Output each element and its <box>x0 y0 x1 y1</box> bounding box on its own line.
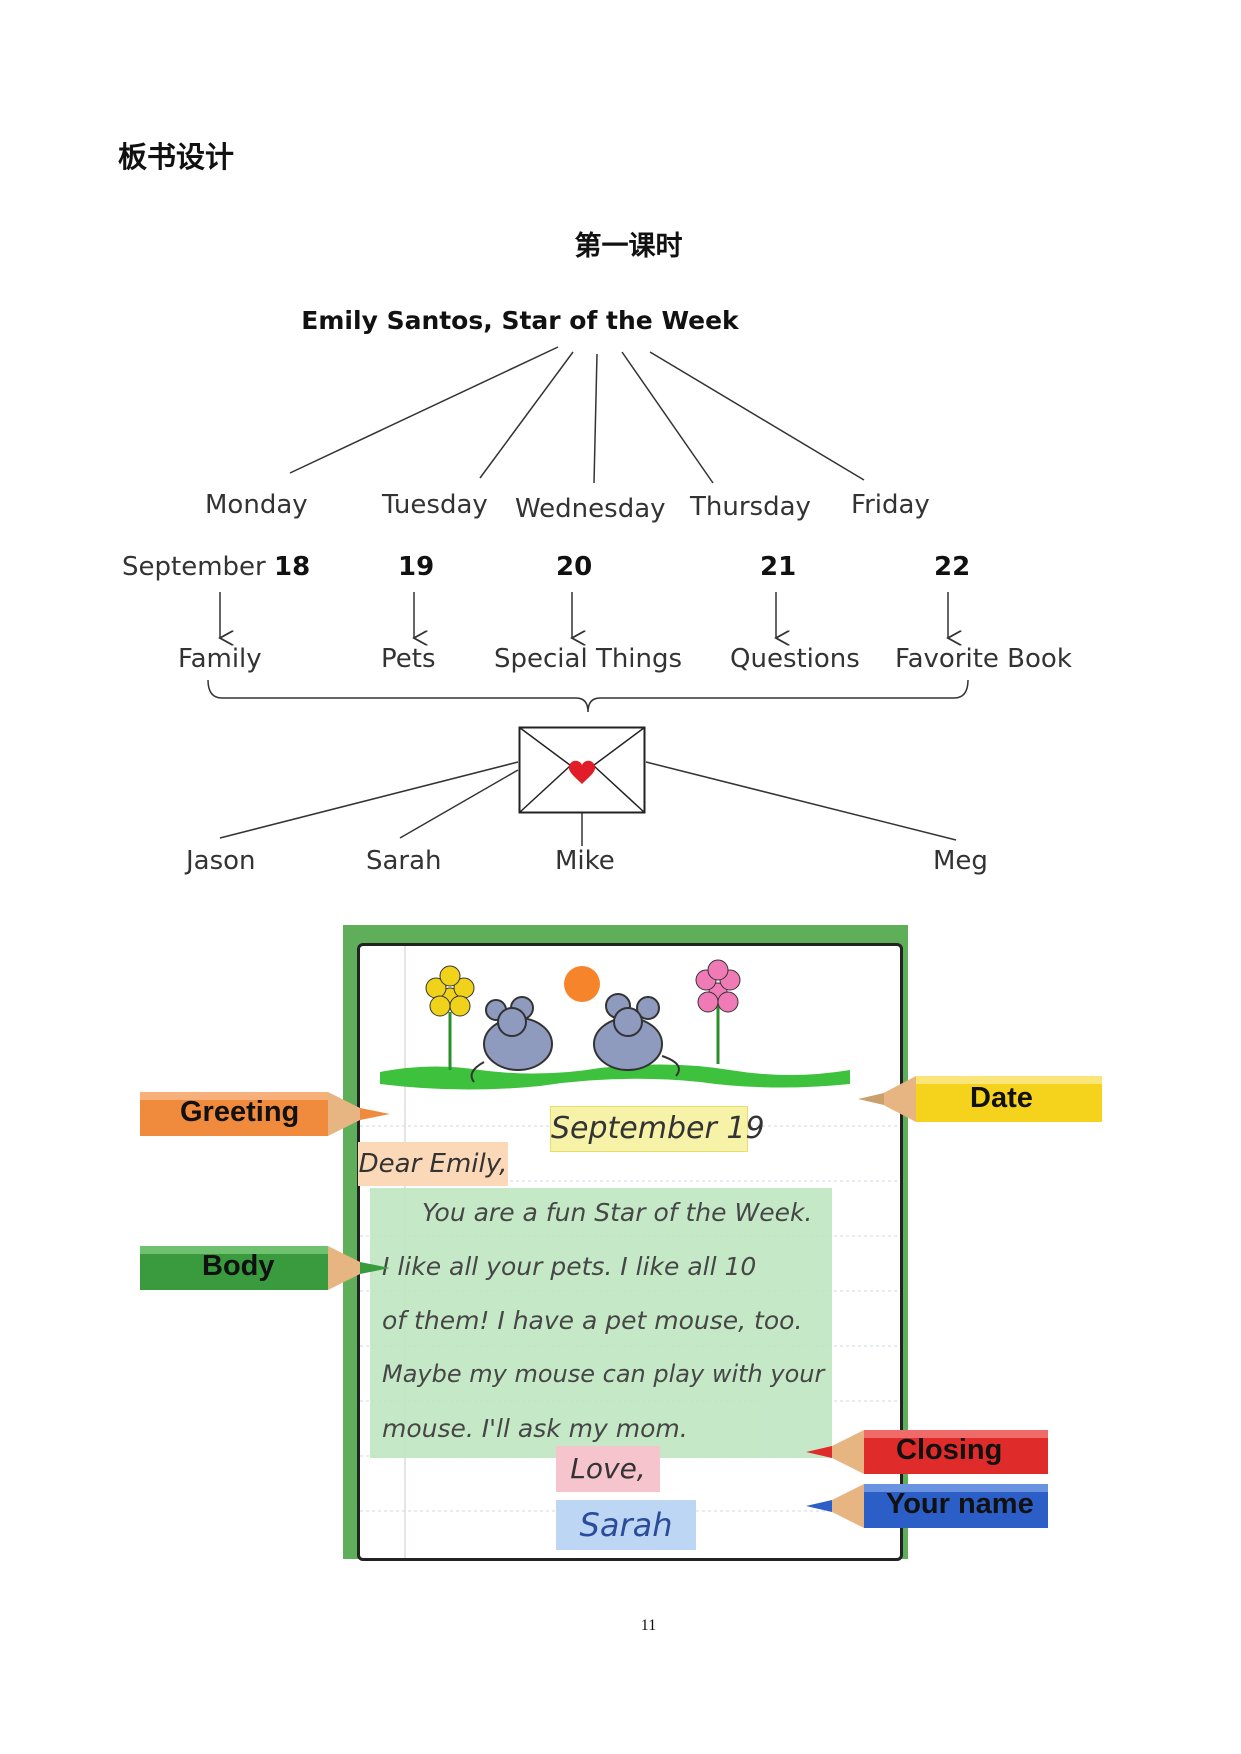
topic-special-things: Special Things <box>494 644 683 674</box>
writer-mike: Mike <box>555 846 615 876</box>
pencil-date-label: Date <box>970 1082 1033 1114</box>
topic-questions: Questions <box>730 644 860 674</box>
date-20: 20 <box>556 552 593 582</box>
date-21: 21 <box>760 552 797 582</box>
date-19: 19 <box>398 552 435 582</box>
section-heading: 板书设计 <box>118 140 235 174</box>
day-friday: Friday <box>851 490 930 520</box>
day-monday: Monday <box>205 490 308 520</box>
pencil-date-icon <box>858 1076 1102 1122</box>
letter-body: You are a fun Star of the Week. I like a… <box>370 1188 832 1458</box>
topic-pets: Pets <box>381 644 436 674</box>
pencil-your-name: Your name <box>806 1482 1048 1530</box>
date-18: September 18 <box>122 552 310 582</box>
pencil-body-icon <box>140 1246 390 1290</box>
letter-paper: September 19 Dear Emily, You are a fun S… <box>357 943 903 1561</box>
page-number: 11 <box>640 1617 657 1634</box>
letter-illustration: September 19 Dear Emily, You are a fun S… <box>343 925 908 1561</box>
letter-date: September 19 <box>550 1106 765 1152</box>
mice-and-flowers-drawing <box>380 959 850 1090</box>
letter-signature: Sarah <box>556 1500 696 1550</box>
pencil-body: Body <box>140 1244 390 1292</box>
pencil-your-name-icon <box>806 1484 1048 1528</box>
lesson-title: 第一课时 <box>574 231 683 262</box>
topic-favorite-book: Favorite Book <box>895 644 1072 674</box>
day-tuesday: Tuesday <box>382 490 488 520</box>
envelope-icon <box>518 726 646 814</box>
pencil-date: Date <box>858 1074 1102 1124</box>
pencil-greeting-label: Greeting <box>180 1096 300 1128</box>
diagram-title: Emily Santos, Star of the Week <box>301 306 739 335</box>
letter-greeting: Dear Emily, <box>358 1142 508 1186</box>
pencil-greeting: Greeting <box>140 1090 390 1138</box>
pencil-closing: Closing <box>806 1428 1048 1476</box>
body-line: I like all your pets. I like all 10 <box>382 1252 757 1281</box>
date-number: 18 <box>273 552 311 582</box>
day-thursday: Thursday <box>690 492 811 522</box>
pencil-closing-icon <box>806 1430 1048 1474</box>
topic-family: Family <box>178 644 262 674</box>
pencil-your-name-label: Your name <box>886 1488 1034 1520</box>
body-line: of them! I have a pet mouse, too. <box>382 1306 803 1335</box>
letter-closing: Love, <box>556 1446 660 1492</box>
diagram-connectors <box>207 346 969 846</box>
pencil-greeting-icon <box>140 1092 390 1136</box>
body-line: mouse. I'll ask my mom. <box>382 1414 688 1443</box>
day-wednesday: Wednesday <box>515 494 666 524</box>
body-line: You are a fun Star of the Week. <box>422 1198 813 1227</box>
month-label: September <box>122 552 266 582</box>
writer-jason: Jason <box>186 846 256 876</box>
writer-meg: Meg <box>933 846 988 876</box>
pencil-closing-label: Closing <box>896 1434 1003 1466</box>
pencil-body-label: Body <box>202 1250 275 1282</box>
writer-sarah: Sarah <box>366 846 442 876</box>
date-22: 22 <box>934 552 971 582</box>
body-line: Maybe my mouse can play with your <box>382 1360 825 1388</box>
